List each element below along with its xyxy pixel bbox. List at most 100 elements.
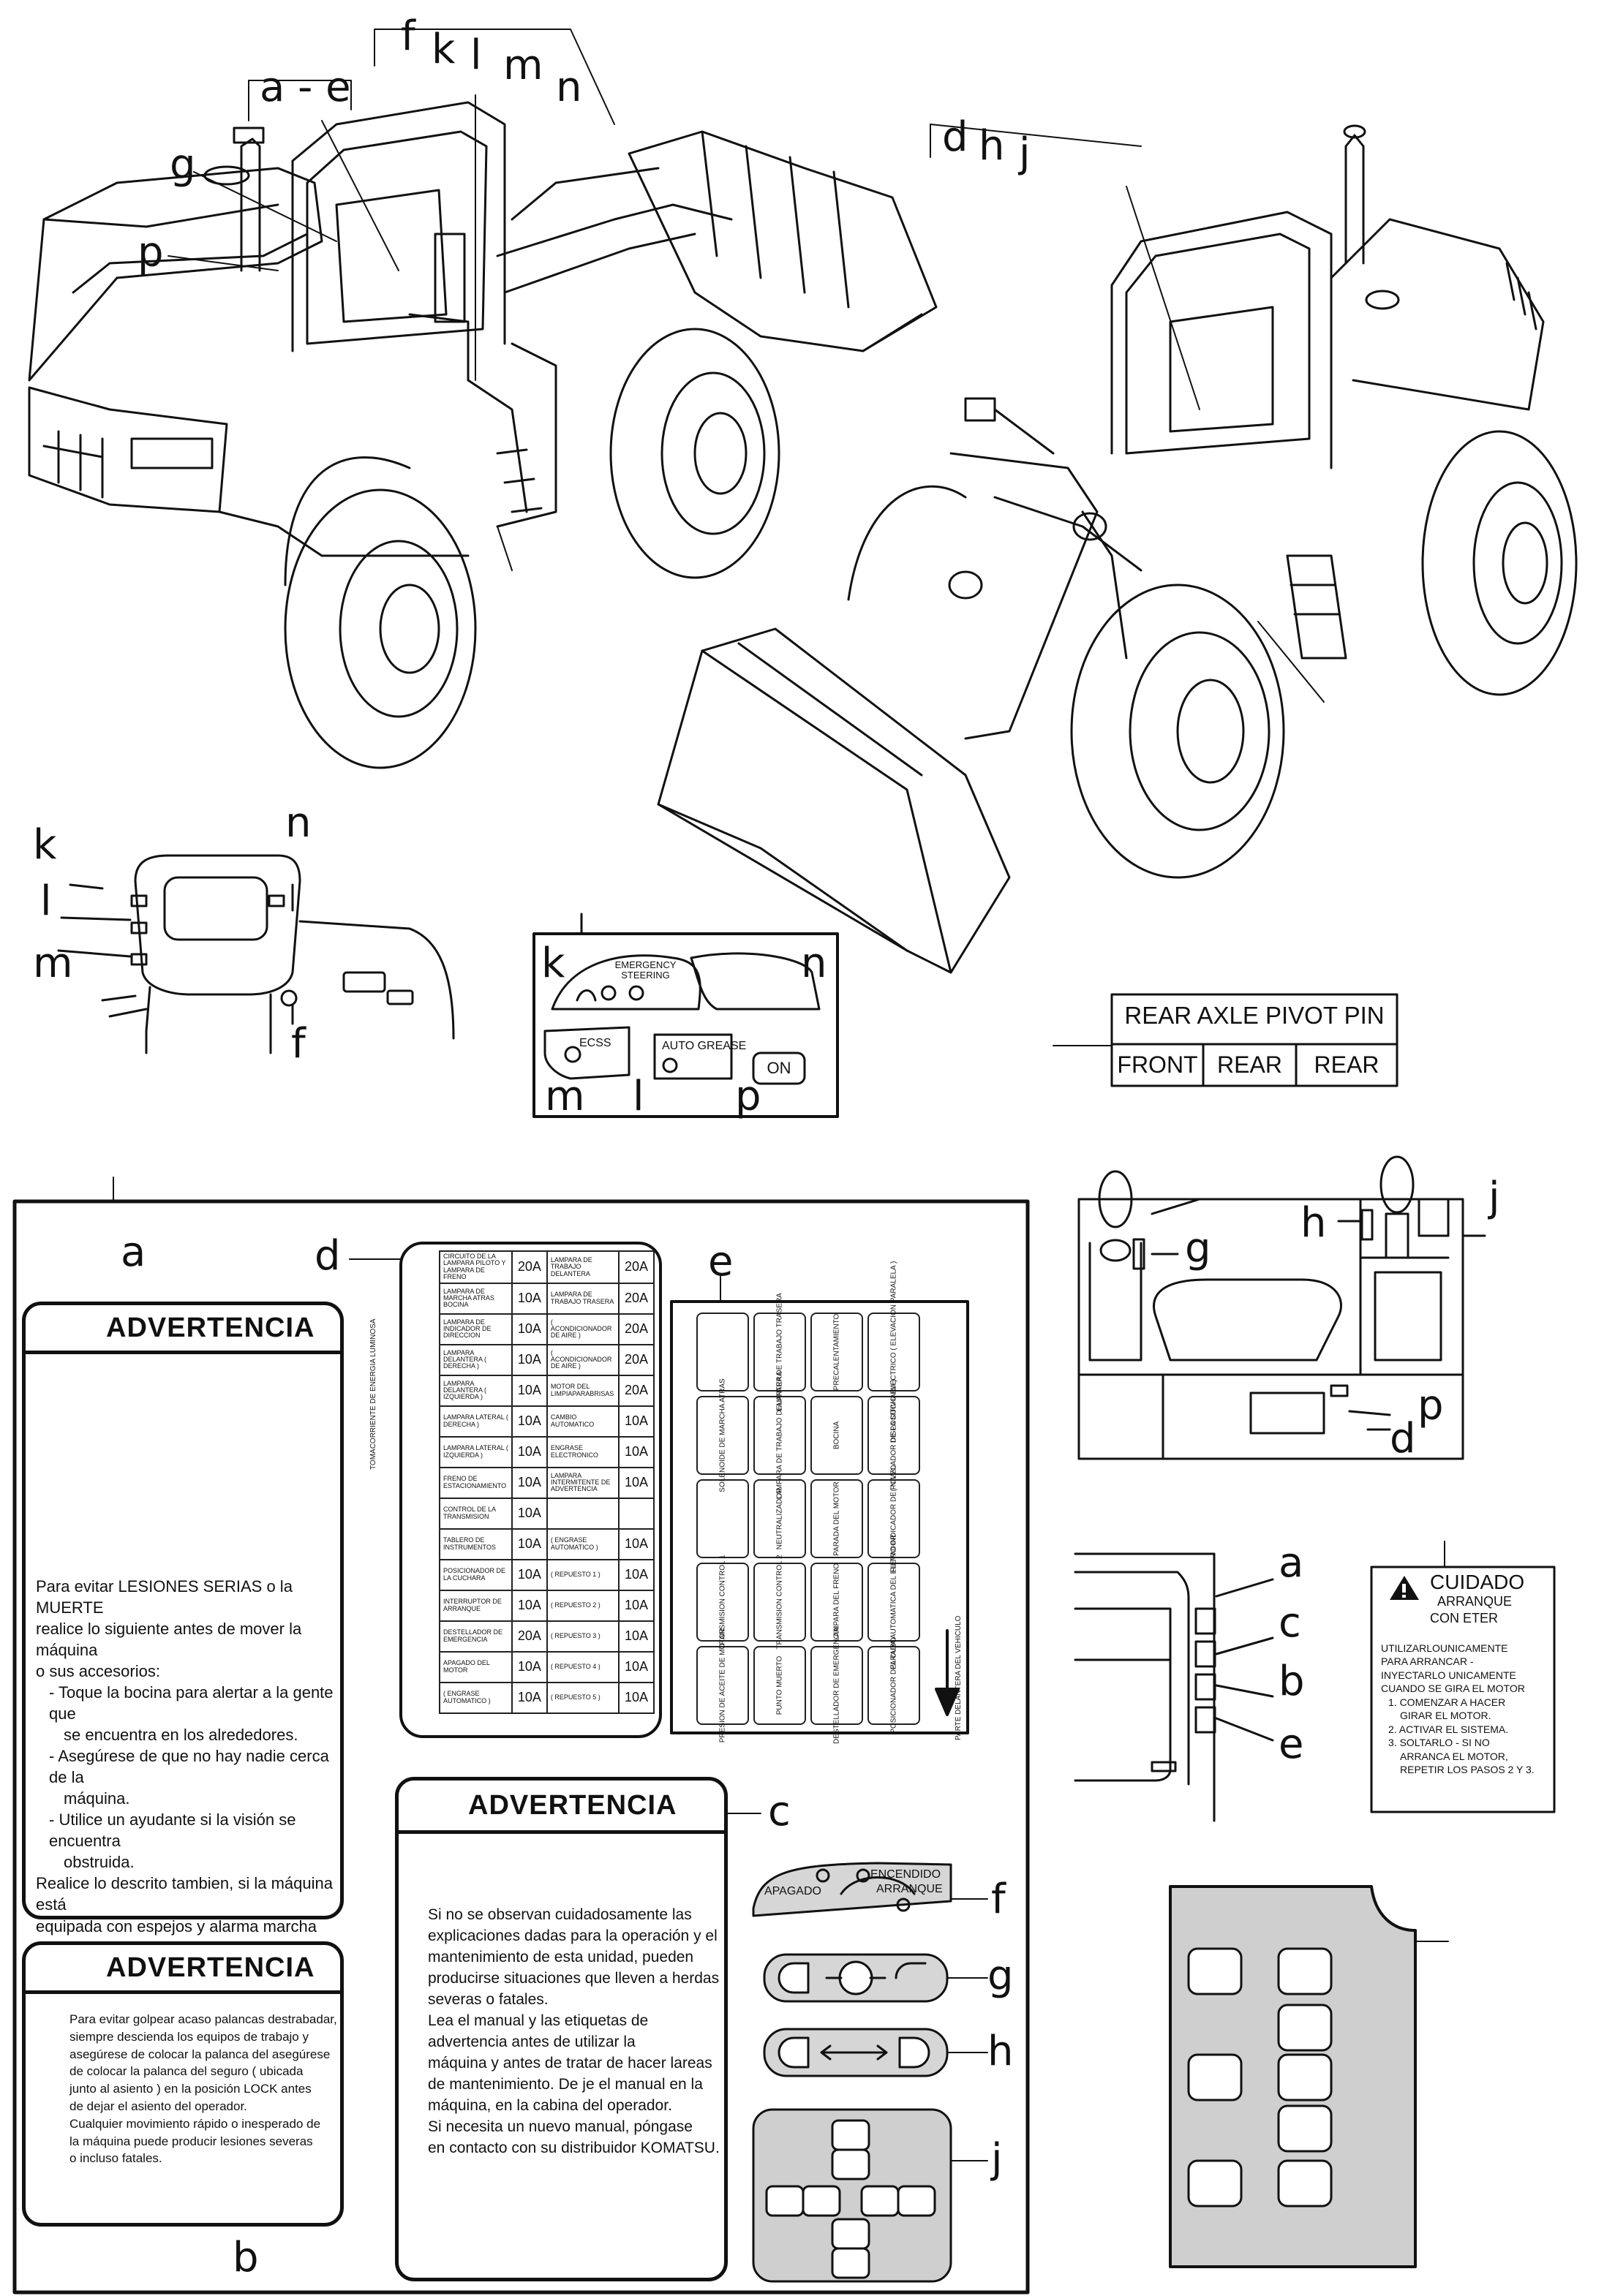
fuse-amp: 10A xyxy=(511,1589,548,1622)
callout-g-console: g xyxy=(1185,1225,1211,1272)
relay-cell-label: TRANSMISION CONTROL 2 xyxy=(775,1555,784,1650)
cuidado-text: UTILIZARLOUNICAMENTE PARA ARRANCAR - INY… xyxy=(1381,1642,1535,1776)
lever-console-sketch xyxy=(1077,1155,1486,1460)
label-f-encendido: ENCENDIDO xyxy=(870,1868,941,1881)
fuse-amp: 10A xyxy=(511,1558,548,1591)
callout-n-dash: n xyxy=(285,799,312,847)
fuse-amp: 10A xyxy=(511,1681,548,1714)
label-d-side-text: TOMACORRIENTE DE ENERGIA LUMINOSA xyxy=(369,1318,377,1470)
callout-n-top: n xyxy=(556,64,582,111)
auto-grease-text: AUTO GREASE xyxy=(662,1040,747,1052)
fuse-circuit: LAMPARA LATERAL ( IZQUIERDA ) xyxy=(439,1435,513,1468)
cuidado-sub1: ARRANQUE xyxy=(1437,1594,1513,1609)
label-b-text: Para evitar golpear acaso palancas destr… xyxy=(69,2012,337,2166)
axle-plate-title: REAR AXLE PIVOT PIN xyxy=(1124,1002,1385,1029)
fuse-circuit: MOTOR DEL LIMPIAPARABRISAS xyxy=(546,1374,620,1407)
relay-cell: DISPOSITIVO ELECTRICO ( ELEVACION PARALE… xyxy=(867,1261,920,1443)
callout-p-console: p xyxy=(1418,1382,1444,1430)
fuse-circuit: LAMPARA DELANTERA ( IZQUIERDA ) xyxy=(439,1374,513,1407)
cuidado-outline xyxy=(1370,1566,1556,1813)
callout-l-top: l xyxy=(470,31,482,79)
callout-e-label: e xyxy=(708,1238,734,1285)
fuse-circuit: DESTELLADOR DE EMERGENCIA xyxy=(439,1620,513,1653)
fuse-circuit: POSICIONADOR DE LA CUCHARA xyxy=(439,1558,513,1591)
relay-cell-label: BOCINA xyxy=(832,1421,841,1450)
on-button-text: ON xyxy=(767,1059,791,1077)
callout-j-console: j xyxy=(1488,1174,1500,1221)
fuse-amp: 10A xyxy=(511,1405,548,1438)
callout-l-inset: l xyxy=(633,1073,644,1120)
fuse-amp: 10A xyxy=(511,1313,548,1345)
fuse-amp: 10A xyxy=(511,1374,548,1407)
callout-d-top: d xyxy=(942,113,968,161)
callout-d-console: d xyxy=(1390,1415,1416,1462)
relay-cell-label: PRESION DE ACEITE DE MOTOR xyxy=(718,1628,727,1743)
callout-p-inset: p xyxy=(735,1073,761,1120)
callout-m-top: m xyxy=(503,42,543,89)
relay-cell-label: PUNTO MUERTO xyxy=(775,1655,784,1715)
label-d-outline xyxy=(399,1242,662,1738)
fuse-circuit: INTERRUPTOR DE ARRANQUE xyxy=(439,1589,513,1622)
fuse-circuit: CAMBIO AUTOMATICO xyxy=(546,1405,620,1438)
axle-plate-rear-2: REAR xyxy=(1314,1051,1379,1078)
fuse-circuit: LAMPARA DE TRABAJO TRASERA xyxy=(546,1282,620,1315)
fuse-circuit: ( ENGRASE AUTOMATICO ) xyxy=(546,1527,620,1560)
axle-plate-outline xyxy=(1110,993,1398,1087)
fuse-circuit: TABLERO DE INSTRUMENTOS xyxy=(439,1527,513,1560)
fuse-amp: 20A xyxy=(618,1250,655,1284)
relay-cell: PARADA AUTOMATICA DEL ELEVADOR xyxy=(867,1535,920,1669)
callout-k-dash: k xyxy=(33,821,57,869)
fuse-amp: 10A xyxy=(511,1343,548,1376)
callout-c-label: c xyxy=(768,1788,791,1835)
fuse-amp: 10A xyxy=(511,1435,548,1468)
fuse-circuit: LAMPARA DELANTERA ( DERECHA ) xyxy=(439,1343,513,1376)
relay-cell-label: NEUTRALIZADOR xyxy=(775,1487,784,1550)
relay-cell: SOLENOIDE DE MARCHA ATRAS xyxy=(696,1378,749,1492)
relay-cell: DESTELLADOR DE EMERGENCIA xyxy=(810,1627,863,1744)
callout-p-top: p xyxy=(138,229,164,276)
label-c-advertencia: ADVERTENCIA Si no se observan cuidadosam… xyxy=(395,1777,728,2281)
relay-cell: PARADA DEL MOTOR xyxy=(810,1479,863,1558)
relay-cell: FILTRO INDICADOR DE POLVO xyxy=(867,1465,920,1572)
fuse-circuit: ( REPUESTO 4 ) xyxy=(546,1650,620,1683)
relay-cell: TRANSMISION CONTROL 2 xyxy=(753,1555,806,1650)
fuse-amp: 10A xyxy=(511,1497,548,1530)
relay-cell: POSICIONADOR DEL CUBO xyxy=(867,1637,920,1734)
fuse-circuit: ( ACONDICIONADOR DE AIRE ) xyxy=(546,1343,620,1376)
relay-cell-label: PARADA DEL MOTOR xyxy=(832,1481,841,1556)
fuse-amp: 10A xyxy=(618,1620,655,1653)
emergency-steering-text: EMERGENCY STEERING xyxy=(614,959,677,981)
callout-e-door: e xyxy=(1279,1721,1304,1768)
label-a-advertencia: ADVERTENCIA Para evitar LESIONES SERIAS … xyxy=(22,1302,344,1957)
relay-cell: ( NIVELADOR DE LA CUCHARA ) xyxy=(867,1380,920,1491)
fuse-amp: 10A xyxy=(618,1558,655,1591)
callout-k-inset: k xyxy=(541,940,565,987)
panel-inset-box xyxy=(532,913,839,1118)
label-a-text: Para evitar LESIONES SERIAS o la MUERTE … xyxy=(36,1577,334,1957)
fuse-circuit: ( REPUESTO 1 ) xyxy=(546,1558,620,1591)
relay-cell-label: DESTELLADOR DE EMERGENCIA xyxy=(832,1626,841,1745)
relay-cell: PRESION DE ACEITE DE MOTOR xyxy=(696,1628,749,1742)
fuse-circuit: CIRCUITO DE LA LAMPARA PILOTO Y LAMPARA … xyxy=(439,1250,513,1284)
fuse-amp: 20A xyxy=(511,1250,548,1284)
cuidado-sub2: CON ETER xyxy=(1430,1611,1499,1625)
fuse-amp: 10A xyxy=(618,1435,655,1468)
fuse-circuit: FRENO DE ESTACIONAMIENTO xyxy=(439,1466,513,1499)
relay-cell: BOCINA xyxy=(810,1396,863,1475)
callout-g-label: g xyxy=(987,1952,1014,2000)
relay-cell: NEUTRALIZADOR xyxy=(753,1479,806,1558)
relay-cell: LAMPARA DE TRABAJO DELANTERA xyxy=(753,1372,806,1499)
label-c-title: ADVERTENCIA xyxy=(468,1789,677,1821)
callout-d-label: d xyxy=(315,1232,341,1280)
axle-plate-front: FRONT xyxy=(1117,1051,1198,1078)
loader-left-illustration xyxy=(28,101,938,769)
callout-f-dash: f xyxy=(291,1020,306,1068)
relay-cell: LAMPARA DEL FRENO xyxy=(810,1563,863,1642)
